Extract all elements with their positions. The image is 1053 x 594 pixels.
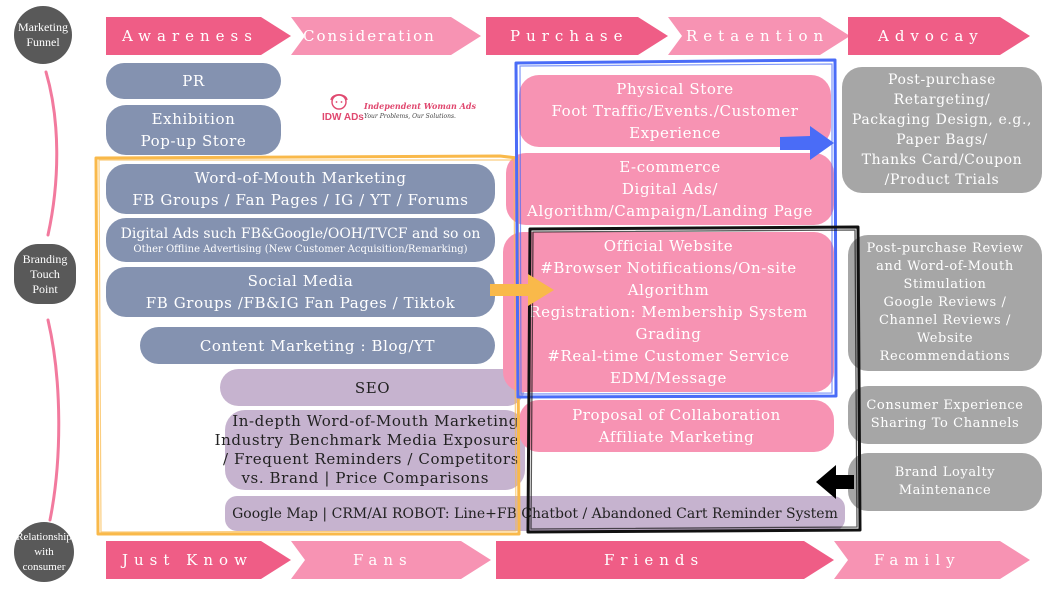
review-line: Post-purchase Review	[866, 241, 1024, 256]
post-purchase-line: Packaging Design, e.g.,	[851, 112, 1033, 128]
pr-line: PR	[182, 72, 205, 90]
social-media-line: Social Media	[247, 272, 354, 290]
official-website-card: Official Website #Browser Notifications/…	[503, 232, 834, 392]
official-website-line: Official Website	[603, 237, 734, 255]
social-media-card: Social Media FB Groups /FB&IG Fan Pages …	[106, 267, 495, 317]
branding-touch-point-label: Branding Touch Point	[14, 244, 76, 304]
black-outline	[526, 225, 862, 534]
review-line: Recommendations	[879, 349, 1011, 364]
funnel-stage-advocacy: Advocay	[848, 17, 1030, 55]
post-purchase-card: Post-purchase Retargeting/ Packaging Des…	[842, 67, 1042, 193]
exhibition-card: Exhibition Pop-up Store	[106, 105, 281, 155]
physical-store-card: Physical Store Foot Traffic/Events./Cust…	[519, 75, 831, 147]
digital-ads-sub-line: Other Offline Advertising (New Customer …	[133, 243, 468, 255]
ecommerce-card: E-commerce Digital Ads/ Algorithm/Campai…	[506, 153, 834, 225]
post-purchase-line: Thanks Card/Coupon	[861, 152, 1023, 168]
post-purchase-line: Retargeting/	[893, 92, 991, 108]
digital-ads-line: Digital Ads such FB&Google/OOH/TVCF and …	[120, 225, 481, 242]
sharing-line: Consumer Experience	[866, 398, 1024, 413]
funnel-stage-awareness: Awareness	[106, 17, 291, 55]
pr-card: PR	[106, 63, 281, 99]
social-media-line: FB Groups /FB&IG Fan Pages / Tiktok	[145, 294, 456, 312]
exhibition-line: Pop-up Store	[140, 132, 247, 150]
official-website-line: Registration: Membership System	[529, 303, 808, 321]
relationship-stage-just-know: Just Know	[106, 541, 291, 579]
post-purchase-line: Paper Bags/	[896, 132, 988, 148]
crm-chatbot-line: Google Map | CRM/AI ROBOT: Line+FB Chatb…	[232, 505, 838, 522]
orange-arrow-icon	[490, 274, 554, 306]
logo-name: Independent Woman Ads	[364, 101, 476, 111]
word-of-mouth-line: FB Groups / Fan Pages / IG / YT / Forums	[132, 191, 469, 209]
funnel-stage-purchase: Purchase	[486, 17, 668, 55]
seo-line: SEO	[354, 378, 391, 397]
official-website-line: EDM/Message	[609, 369, 728, 387]
indepth-line: In-depth Word-of-Mouth Marketing	[232, 412, 519, 430]
woman-face-icon	[330, 94, 348, 110]
review-line: Google Reviews /	[883, 295, 1007, 310]
ecommerce-line: Digital Ads/	[621, 180, 719, 198]
sharing-line: Sharing To Channels	[870, 416, 1020, 431]
word-of-mouth-card: Word-of-Mouth Marketing FB Groups / Fan …	[106, 164, 495, 214]
ecommerce-line: Algorithm/Campaign/Landing Page	[527, 202, 813, 220]
review-line: Channel Reviews /	[879, 313, 1011, 328]
physical-store-line: Physical Store	[616, 80, 734, 98]
logo-short: IDW ADs	[322, 112, 364, 123]
relationship-stage-friends: Friends	[496, 541, 834, 579]
review-line: Stimulation	[903, 277, 987, 292]
official-website-line: Grading	[635, 325, 702, 343]
black-arrow-icon	[816, 465, 854, 499]
loyalty-line: Brand Loyalty	[894, 465, 996, 480]
physical-store-line: Foot Traffic/Events./Customer	[551, 102, 799, 120]
experience-sharing-card: Consumer Experience Sharing To Channels	[848, 386, 1042, 444]
relationship-stage-family: Family	[834, 541, 1030, 579]
content-marketing-line: Content Marketing : Blog/YT	[199, 336, 436, 355]
word-of-mouth-line: Word-of-Mouth Marketing	[194, 169, 407, 187]
physical-store-line: Experience	[629, 124, 721, 142]
official-website-line: #Real-time Customer Service	[547, 347, 790, 365]
review-line: Website	[916, 331, 974, 346]
orange-outline	[94, 154, 521, 536]
blue-arrow-icon	[780, 126, 834, 160]
content-marketing-card: Content Marketing : Blog/YT	[140, 327, 495, 364]
brand-loyalty-card: Brand Loyalty Maintenance	[848, 453, 1042, 511]
funnel-stage-retention: Retaention	[668, 17, 850, 55]
post-purchase-line: Post-purchase	[888, 72, 996, 88]
exhibition-line: Exhibition	[151, 110, 236, 128]
brand-logo: IDW ADs Independent Woman Ads Your Probl…	[322, 92, 492, 126]
post-purchase-line: /Product Trials	[884, 172, 1000, 188]
official-website-line: #Browser Notifications/On-site	[540, 259, 797, 277]
marketing-funnel-label: Marketing Funnel	[14, 6, 72, 64]
affiliate-card: Proposal of Collaboration Affiliate Mark…	[519, 400, 834, 452]
digital-ads-card: Digital Ads such FB&Google/OOH/TVCF and …	[106, 218, 495, 262]
post-purchase-review-card: Post-purchase Review and Word-of-Mouth S…	[848, 235, 1042, 371]
affiliate-line: Affiliate Marketing	[598, 428, 755, 446]
indepth-word-of-mouth-card: In-depth Word-of-Mouth Marketing Industr…	[215, 410, 525, 490]
funnel-stage-consideration: Consideration	[291, 17, 481, 55]
ecommerce-line: E-commerce	[619, 158, 721, 176]
indepth-line: vs. Brand | Price Comparisons	[241, 469, 489, 487]
relationship-stage-fans: Fans	[291, 541, 491, 579]
seo-card: SEO	[220, 369, 525, 406]
relationship-label: Relationship with consumer	[14, 522, 74, 582]
logo-tagline: Your Problems, Our Solutions.	[364, 113, 456, 120]
affiliate-line: Proposal of Collaboration	[572, 406, 781, 424]
indepth-line: Industry Benchmark Media Exposure	[214, 431, 519, 449]
loyalty-line: Maintenance	[898, 483, 992, 498]
review-line: and Word-of-Mouth	[876, 259, 1014, 274]
crm-chatbot-card: Google Map | CRM/AI ROBOT: Line+FB Chatb…	[225, 496, 845, 531]
official-website-line: Algorithm	[627, 281, 710, 299]
left-bracket-decoration	[44, 70, 61, 522]
indepth-line: / Frequent Reminders / Competitors	[222, 450, 519, 468]
